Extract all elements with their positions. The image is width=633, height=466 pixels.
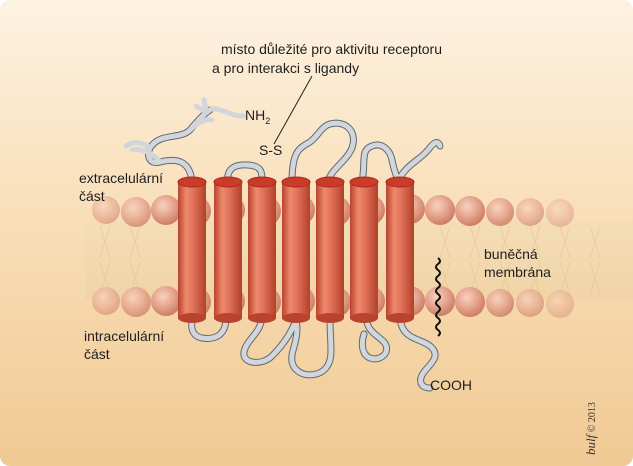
cooh-label: COOH bbox=[430, 377, 472, 393]
signature-copyright: © 2013 bbox=[587, 402, 598, 433]
intracellular-loops bbox=[189, 315, 438, 391]
artist-signature: bulf © 2013 bbox=[583, 402, 599, 455]
helix-5 bbox=[315, 176, 345, 323]
extracellular-loop-2b bbox=[325, 120, 356, 185]
membrane-anchor bbox=[435, 257, 441, 337]
extracellular-loops bbox=[123, 97, 443, 185]
membrane-label-line-1: buněčná bbox=[484, 246, 538, 262]
helix-2 bbox=[213, 176, 243, 323]
helix-6 bbox=[349, 176, 379, 323]
extracellular-loop-1 bbox=[225, 162, 265, 185]
intracellular-loop-2 bbox=[241, 315, 299, 365]
extracellular-loop-3-tail bbox=[395, 140, 443, 185]
intracellular-loop-3 bbox=[289, 315, 334, 378]
intracellular-loop-1 bbox=[189, 315, 229, 341]
nh2-label-subscript: 2 bbox=[265, 115, 271, 126]
membrane-label-line-2: membrána bbox=[484, 264, 551, 280]
helix-7 bbox=[385, 176, 415, 323]
extracellular-loop-2a bbox=[289, 121, 333, 185]
intracellular-loops-shadow bbox=[188, 314, 439, 392]
intracellular-label-line-1: intracelulární bbox=[84, 328, 165, 344]
extracellular-loop-3 bbox=[359, 142, 401, 185]
c-terminus-chain bbox=[397, 315, 438, 391]
extracellular-label-line-2: část bbox=[79, 188, 105, 204]
nh2-label-main: NH bbox=[245, 107, 266, 123]
site-label-line-1: místo důležité pro aktivitu receptoru bbox=[221, 41, 442, 57]
n-terminus-end bbox=[207, 106, 247, 119]
site-pointer-line bbox=[273, 75, 313, 145]
transmembrane-helices bbox=[177, 176, 415, 323]
disulfide-label: S-S bbox=[259, 142, 283, 158]
site-label-line-2: a pro interakci s ligandy bbox=[212, 60, 360, 76]
helix-4 bbox=[281, 176, 311, 323]
signature-author: bulf bbox=[583, 434, 598, 455]
extracellular-label-line-1: extracelulární bbox=[79, 170, 164, 186]
intracellular-label-line-2: část bbox=[84, 346, 110, 362]
lipid-tails bbox=[99, 225, 601, 295]
intracellular-loop-4 bbox=[359, 315, 390, 362]
nh2-label: NH2 bbox=[245, 107, 270, 130]
helix-1 bbox=[177, 176, 207, 323]
helix-3 bbox=[247, 176, 277, 323]
